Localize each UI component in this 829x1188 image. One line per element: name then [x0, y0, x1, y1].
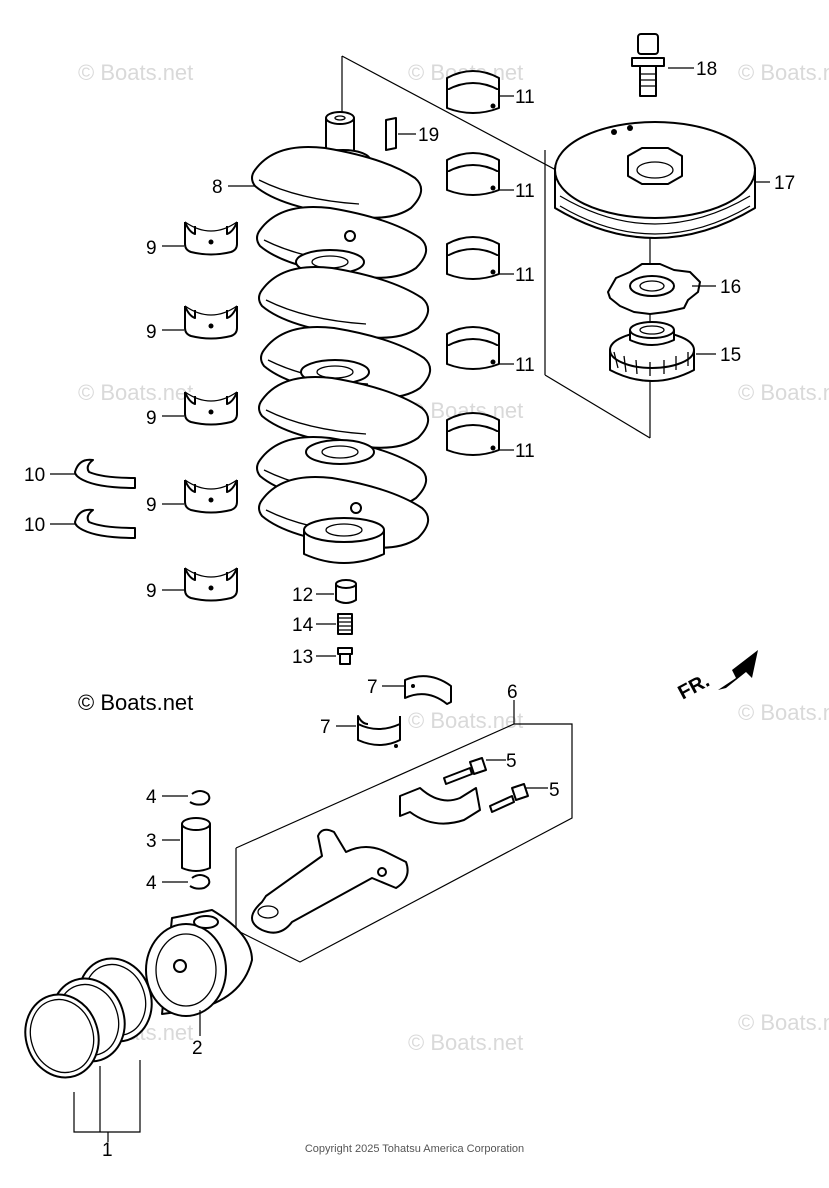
- callout-10: 10: [24, 465, 45, 486]
- flywheel-bolt: [631, 33, 665, 97]
- callout-11: 11: [515, 355, 535, 376]
- plug: [335, 579, 357, 604]
- upper-bearing: [446, 412, 500, 456]
- conrod-bearing: [357, 715, 401, 748]
- thrust-bearing: [74, 458, 136, 489]
- piston-ring-set: [24, 957, 153, 1079]
- callout-9: 9: [146, 322, 157, 343]
- callout-12: 12: [292, 585, 313, 606]
- callout-11: 11: [515, 265, 535, 286]
- main-bearing: [184, 479, 238, 514]
- main-bearing: [184, 567, 238, 602]
- callout-9: 9: [146, 408, 157, 429]
- piston: [145, 909, 253, 1017]
- callout-13: 13: [292, 647, 313, 668]
- callout-10: 10: [24, 515, 45, 536]
- callout-9: 9: [146, 495, 157, 516]
- front-arrow-icon: [718, 650, 758, 690]
- callout-19: 19: [418, 125, 439, 146]
- callout-11: 11: [515, 87, 535, 108]
- woodruff-key: [385, 117, 397, 151]
- pulley: [554, 121, 756, 239]
- watermark: © Boats.net: [738, 700, 829, 725]
- callout-15: 15: [720, 345, 741, 366]
- callout-5: 5: [506, 751, 517, 772]
- copyright-text: Copyright 2025 Tohatsu America Corporati…: [304, 1143, 525, 1155]
- callout-16: 16: [720, 277, 741, 298]
- callout-3: 3: [146, 831, 157, 852]
- conrod-cap: [399, 787, 481, 825]
- piston-pin: [181, 817, 211, 872]
- pin-clip: [189, 790, 211, 806]
- thrust-bearing: [74, 508, 136, 539]
- callout-9: 9: [146, 238, 157, 259]
- upper-bearing: [446, 152, 500, 196]
- callout-14: 14: [292, 615, 314, 636]
- main-bearing: [184, 305, 238, 340]
- callout-5: 5: [549, 780, 560, 801]
- watermark: © Boats.net: [78, 380, 193, 405]
- callout-9: 9: [146, 581, 157, 602]
- brand-label: © Boats.net: [78, 690, 194, 715]
- pin-clip: [189, 874, 211, 890]
- callout-2: 2: [192, 1038, 203, 1059]
- watermark: © Boats.net: [738, 60, 829, 85]
- upper-bearing: [446, 326, 500, 370]
- callout-7: 7: [367, 677, 378, 698]
- callout-11: 11: [515, 441, 535, 462]
- callout-7: 7: [320, 717, 331, 738]
- callout-11: 11: [515, 181, 535, 202]
- watermark: © Boats.net: [738, 1010, 829, 1035]
- callouts: 1 2 3 4 4 5 5 6 7 7 8 9 9 9 9 9 10 10 11…: [24, 59, 795, 1161]
- leader-lines: [50, 67, 770, 1142]
- callout-6: 6: [507, 682, 518, 703]
- spring: [337, 613, 353, 635]
- callout-18: 18: [696, 59, 717, 80]
- callout-1: 1: [102, 1140, 113, 1161]
- crank-gear: [609, 321, 695, 382]
- main-bearing: [184, 221, 238, 256]
- callout-8: 8: [212, 177, 223, 198]
- watermark: © Boats.net: [408, 708, 523, 733]
- small-bolt: [337, 647, 353, 665]
- callout-17: 17: [774, 173, 795, 194]
- timing-sprocket: [607, 263, 701, 315]
- watermark: © Boats.net: [78, 60, 193, 85]
- main-bearing: [184, 391, 238, 426]
- conrod-bolt: [489, 783, 529, 813]
- upper-bearing: [446, 236, 500, 280]
- connecting-rod: [251, 828, 409, 934]
- callout-4: 4: [146, 873, 157, 894]
- watermark: © Boats.net: [738, 380, 829, 405]
- upper-bearing: [446, 70, 500, 114]
- crankshaft: [251, 111, 432, 564]
- callout-4: 4: [146, 787, 157, 808]
- conrod-bearing: [404, 675, 452, 705]
- conrod-bolt: [443, 757, 487, 785]
- watermark: © Boats.net: [408, 1030, 523, 1055]
